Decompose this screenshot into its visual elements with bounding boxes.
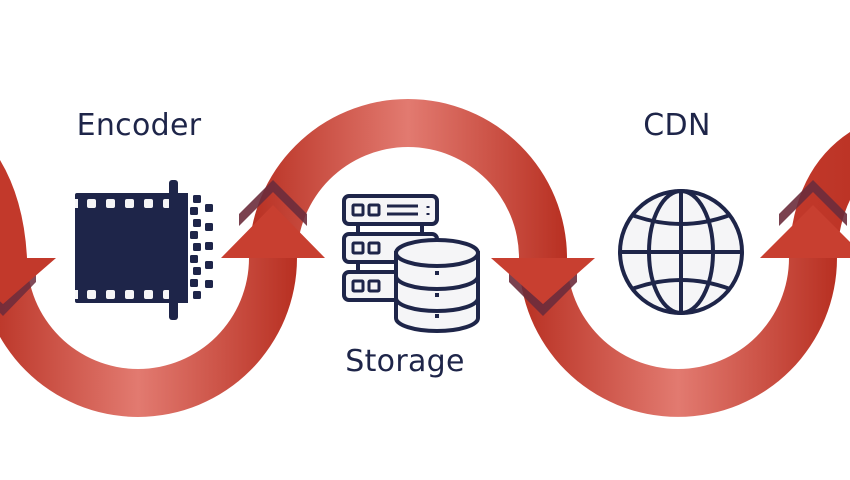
- arrowhead-up-right: [760, 180, 850, 258]
- arrow-notch: [509, 270, 577, 316]
- stage-label-encoder: Encoder: [76, 108, 202, 143]
- pixel-fragments: [179, 193, 213, 303]
- arrow-notch: [239, 180, 307, 226]
- arrow-head: [760, 205, 850, 258]
- loop-band: [519, 258, 837, 417]
- server-database-icon: [342, 194, 480, 333]
- flow-arrow-encoder-loop: [0, 258, 297, 417]
- arrow-head: [0, 258, 56, 304]
- flow-arrow-left-edge-band: [0, 160, 27, 258]
- film-encode-icon: [75, 180, 213, 320]
- flow-arrow-cdn-loop: [519, 258, 837, 417]
- globe-icon: [618, 189, 744, 315]
- arrowhead-up-storage: [221, 180, 325, 258]
- arch-band: [249, 99, 567, 258]
- stage-label-storage: Storage: [345, 344, 465, 379]
- arrow-notch: [779, 180, 847, 226]
- arrow-head: [491, 258, 595, 304]
- arrowhead-down-cdn: [491, 258, 595, 316]
- database-cylinder: [394, 238, 480, 333]
- arrowhead-down-left: [0, 258, 56, 316]
- film-body: [75, 193, 181, 303]
- loop-band: [0, 258, 297, 417]
- encoder-bar: [169, 180, 178, 320]
- arrow-head: [221, 205, 325, 258]
- film-perforations: [75, 199, 170, 299]
- flow-arrow-encoder-to-cdn-arch: [249, 99, 567, 258]
- stage-label-cdn: CDN: [643, 108, 711, 143]
